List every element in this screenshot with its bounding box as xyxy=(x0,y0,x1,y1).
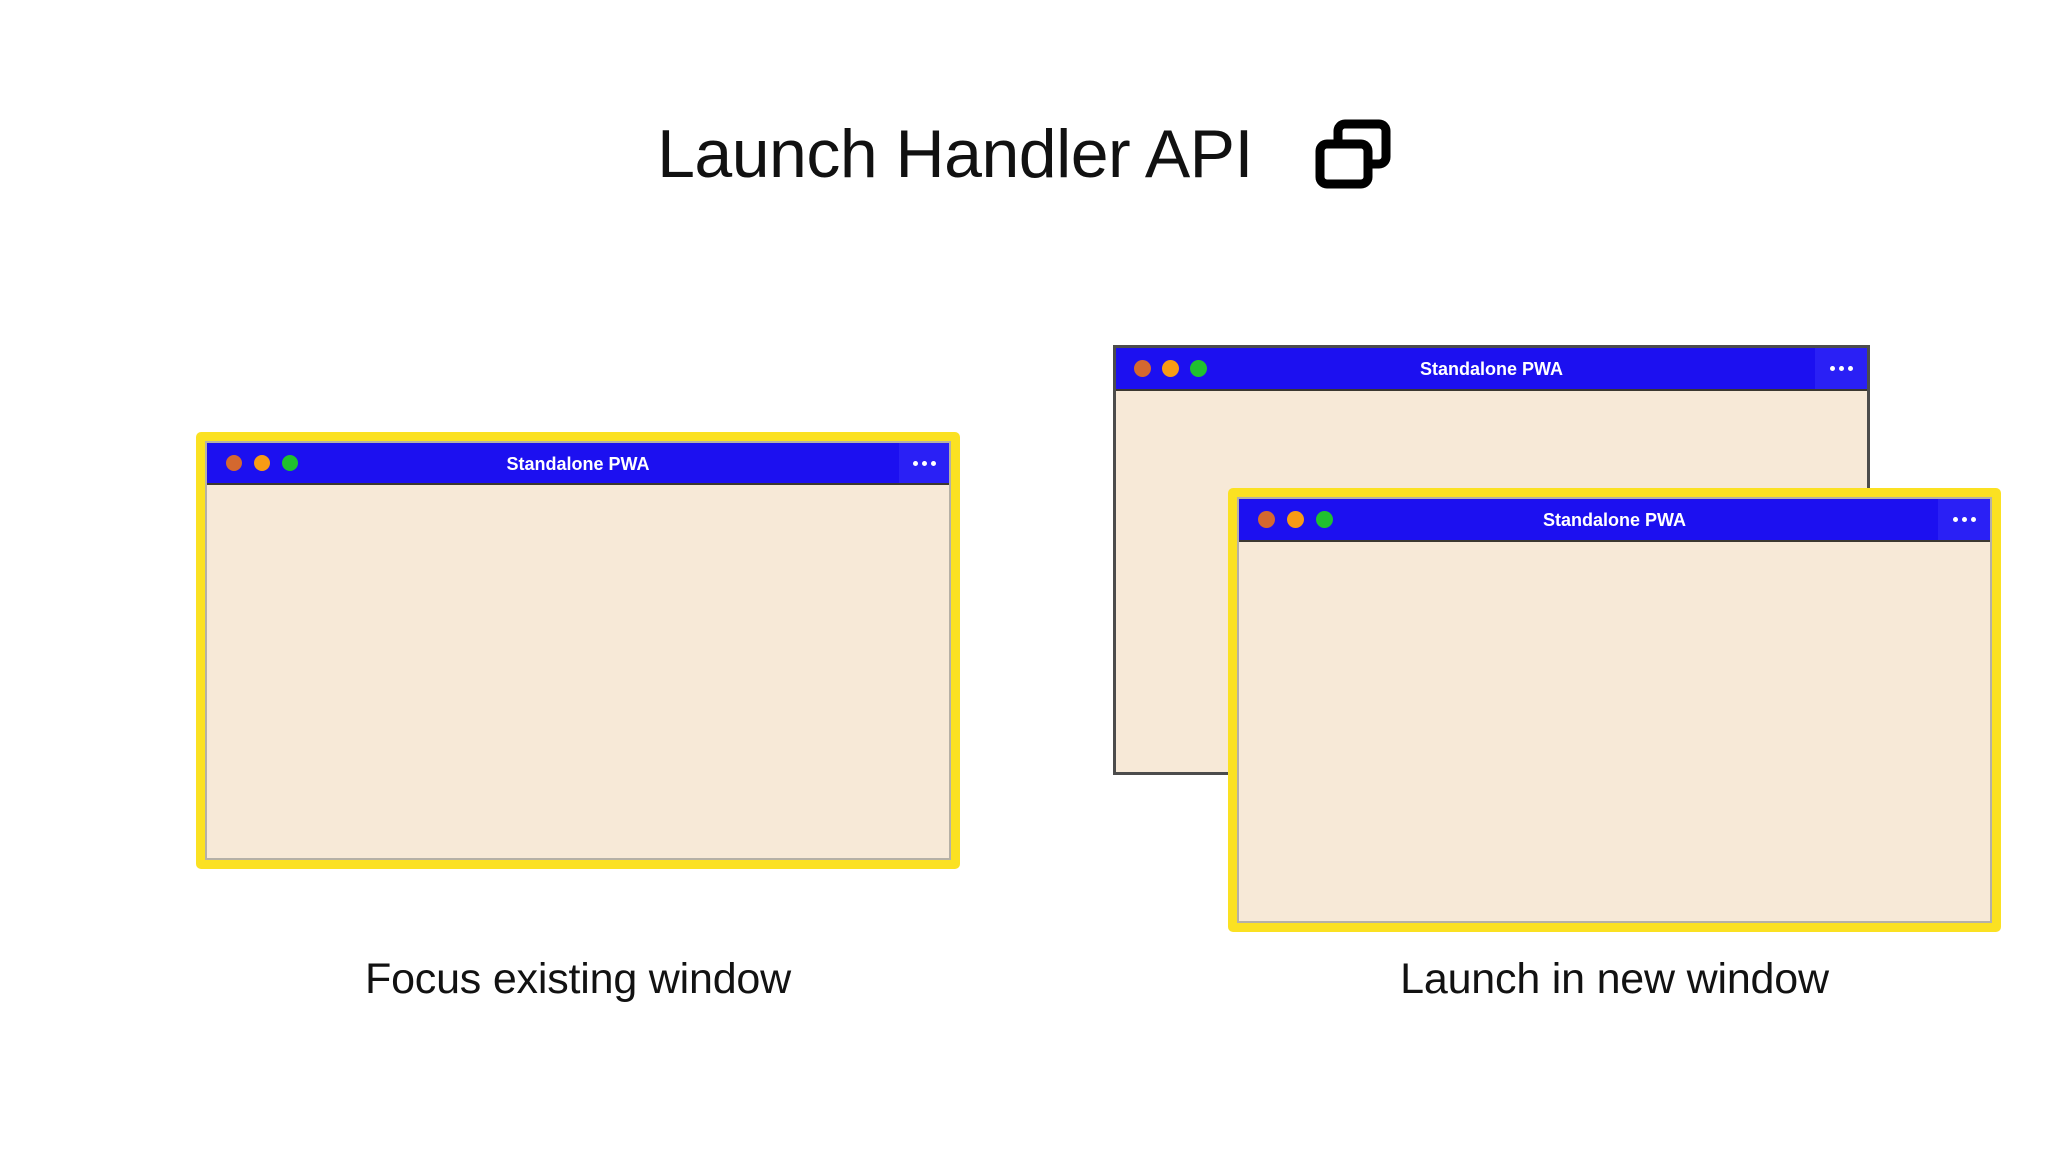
menu-dot xyxy=(1847,366,1853,371)
minimize-button[interactable] xyxy=(254,455,270,471)
right-front-window-traffic-lights xyxy=(1258,511,1333,528)
caption-launch-new: Launch in new window xyxy=(1400,955,1829,1003)
menu-dot xyxy=(1952,517,1958,522)
close-button[interactable] xyxy=(1258,511,1275,528)
close-button[interactable] xyxy=(226,455,242,471)
overlapping-windows-icon xyxy=(1315,119,1391,189)
right-back-window-title: Standalone PWA xyxy=(1419,359,1563,379)
left-window-traffic-lights xyxy=(226,455,298,471)
more-options-icon[interactable] xyxy=(1938,499,1990,540)
minimize-button[interactable] xyxy=(1287,511,1304,528)
menu-dot xyxy=(1838,366,1844,371)
menu-dot xyxy=(1829,366,1835,371)
close-button[interactable] xyxy=(1134,360,1151,377)
left-window-inner: Standalone PWA xyxy=(205,441,951,860)
right-front-window[interactable]: Standalone PWA xyxy=(1228,488,2001,932)
right-front-window-content xyxy=(1239,542,1990,921)
right-back-window-titlebar[interactable]: Standalone PWA xyxy=(1116,348,1867,391)
right-back-window-traffic-lights xyxy=(1134,360,1207,377)
maximize-button[interactable] xyxy=(1316,511,1333,528)
more-options-icon[interactable] xyxy=(899,443,949,483)
left-window-content xyxy=(207,485,949,858)
right-front-window-inner: Standalone PWA xyxy=(1237,497,1992,923)
minimize-button[interactable] xyxy=(1162,360,1179,377)
right-front-window-title: Standalone PWA xyxy=(1542,510,1686,530)
menu-dot xyxy=(912,460,918,466)
page-title: Launch Handler API xyxy=(657,116,1253,192)
right-front-window-titlebar[interactable]: Standalone PWA xyxy=(1239,499,1990,542)
more-options-icon[interactable] xyxy=(1815,348,1867,389)
left-window-title: Standalone PWA xyxy=(506,454,650,474)
maximize-button[interactable] xyxy=(1190,360,1207,377)
menu-dot xyxy=(930,460,936,466)
left-window[interactable]: Standalone PWA xyxy=(196,432,960,869)
menu-dot xyxy=(921,460,927,466)
menu-dot xyxy=(1970,517,1976,522)
page-header: Launch Handler API xyxy=(0,118,2048,190)
maximize-button[interactable] xyxy=(282,455,298,471)
left-window-titlebar[interactable]: Standalone PWA xyxy=(207,443,949,485)
caption-focus-existing: Focus existing window xyxy=(365,955,791,1003)
menu-dot xyxy=(1961,517,1967,522)
